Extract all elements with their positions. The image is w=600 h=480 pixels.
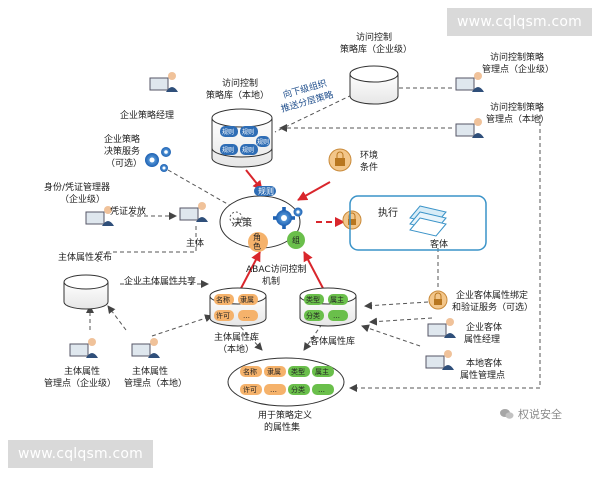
local-object-attr-mgmt-label-1: 本地客体 (466, 357, 502, 369)
policy-mgmt-enterprise-icon (455, 72, 484, 92)
credential-issue-label: 凭证发放 (110, 205, 146, 217)
brand-badge: 权说安全 (500, 406, 562, 422)
policy-mgmt-local-label-1: 访问控制策略 (490, 101, 544, 113)
decision-service-label-2: 决策服务 (104, 145, 140, 157)
abac-group-tag-label: 组 (292, 235, 300, 245)
object-label: 客体 (430, 238, 448, 250)
subject-attr-mgmt-enterprise-icon (69, 338, 98, 358)
policy-mgmt-enterprise-label-2: 管理点（企业级） (482, 63, 554, 75)
rule-tags-local (220, 126, 270, 155)
identity-manager-label-1: 身份/凭证管理器 (44, 181, 110, 193)
subject-tag-license: 许可 (216, 311, 230, 320)
policy-repo-local-label-1: 访问控制 (222, 77, 258, 89)
identity-manager-label-2: （企业级） (60, 193, 105, 205)
attr-set-tags (240, 366, 334, 395)
object-tag-owner: 属主 (330, 295, 344, 304)
attr-set-tag-license: 许可 (243, 385, 257, 394)
subject-attr-repo-local (209, 287, 267, 327)
attr-set-tag-class: 分类 (291, 385, 305, 394)
policy-mgmt-local-icon (455, 118, 484, 138)
rule-tag-4: 规则 (242, 146, 254, 154)
abac-mechanism-label-2: 机制 (262, 275, 280, 287)
subject-attr-repo-enterprise (63, 274, 109, 310)
subject-attr-mgmt-local-label-1: 主体属性 (132, 365, 168, 377)
object-attr-binding-lock-icon (428, 290, 448, 310)
abac-mechanism-label-1: ABAC访问控制 (246, 263, 307, 275)
subject-tag-more: … (243, 312, 250, 320)
subject-attr-mgmt-enterprise-label-2: 管理点（企业级） (44, 377, 116, 389)
subject-attr-mgmt-local-icon (131, 338, 160, 358)
execute-label: 执行 (378, 206, 398, 219)
subject-label: 主体 (186, 237, 204, 249)
object-frame (349, 195, 487, 251)
object-tag-class: 分类 (306, 311, 320, 320)
object-tag-type: 类型 (306, 295, 320, 304)
wechat-icon (500, 408, 514, 420)
identity-manager-icon (85, 206, 114, 226)
policy-mgmt-enterprise-label-1: 访问控制策略 (490, 51, 544, 63)
rule-tag-3: 规则 (222, 146, 234, 154)
attr-set-tag-affiliation: 隶属 (267, 367, 281, 376)
decision-service-gear-icon (145, 147, 171, 172)
decision-service-label-1: 企业策略 (104, 133, 140, 145)
enterprise-object-attr-manager-label-2: 属性经理 (464, 333, 500, 345)
policy-repo-enterprise-label-1: 访问控制 (356, 31, 392, 43)
object-attr-binding-label-2: 和验证服务（可选） (452, 301, 533, 313)
watermark-bottom: www.cqlqsm.com (8, 440, 153, 468)
rule-tag-2: 规则 (242, 128, 254, 136)
attr-set-tag-more-1: … (270, 386, 277, 394)
subject-tag-name: 名称 (216, 295, 230, 304)
enterprise-policy-manager-icon (149, 72, 178, 92)
object-document-icon (409, 205, 447, 237)
watermark-top: www.cqlqsm.com (447, 8, 592, 36)
decision-gear-small-icon (293, 207, 303, 217)
abac-rule-tag-label: 规则 (258, 186, 274, 196)
policy-attr-set-label-2: 的属性集 (264, 421, 300, 433)
subject-tag-affiliation: 隶属 (240, 295, 254, 304)
brand-name: 权说安全 (518, 408, 562, 421)
environment-label-1: 环境 (360, 149, 378, 161)
subject-attr-mgmt-enterprise-label-1: 主体属性 (64, 365, 100, 377)
attr-set-tag-more-2: … (318, 386, 325, 394)
enterprise-object-attr-manager-icon (427, 318, 456, 338)
policy-attr-set-label-1: 用于策略定义 (258, 409, 312, 421)
object-attr-repo (299, 287, 357, 327)
object-tag-more: … (333, 312, 340, 320)
abac-role-tag (248, 232, 268, 252)
enterprise-object-attr-manager-label-1: 企业客体 (466, 321, 502, 333)
enterprise-subject-attr-share-label: 企业主体属性共享 (124, 275, 196, 287)
decision-gear-icon (273, 207, 295, 229)
attr-set-tag-name: 名称 (243, 367, 257, 376)
subject-user-icon (179, 202, 208, 222)
attr-set-tag-owner: 属主 (315, 367, 329, 376)
policy-attr-set-ellipse (227, 357, 345, 407)
subject-attr-repo-label-1: 主体属性库 (214, 331, 259, 343)
decision-label: 决策 (232, 216, 252, 229)
attr-set-tag-type: 类型 (291, 367, 305, 376)
input-port-icon (229, 211, 243, 225)
policy-repo-enterprise (349, 65, 399, 105)
environment-lock-icon (328, 148, 352, 172)
local-object-attr-mgmt-icon (425, 350, 454, 370)
policy-mgmt-local-label-2: 管理点（本地） (486, 113, 549, 125)
environment-label-2: 条件 (360, 161, 378, 173)
policy-repo-enterprise-label-2: 策略库（企业级） (340, 43, 412, 55)
local-object-attr-mgmt-label-2: 属性管理点 (460, 369, 505, 381)
subject-attr-repo-label-2: （本地） (218, 343, 254, 355)
subject-attr-mgmt-local-label-2: 管理点（本地） (124, 377, 187, 389)
abac-rule-tag (254, 186, 276, 196)
enterprise-policy-manager-label: 企业策略经理 (120, 109, 174, 121)
policy-repo-local-label-2: 策略库（本地） (206, 89, 269, 101)
decision-service-label-3: （可选） (106, 157, 142, 169)
abac-role-tag-label: 角色 (253, 232, 261, 251)
object-attr-binding-label-1: 企业客体属性绑定 (456, 289, 528, 301)
rule-tag-5: 规则 (257, 138, 269, 146)
abac-group-tag (287, 231, 305, 249)
object-attr-repo-label: 客体属性库 (310, 335, 355, 347)
rule-tag-1: 规则 (222, 128, 234, 136)
subject-attr-publish-label: 主体属性发布 (58, 251, 112, 263)
